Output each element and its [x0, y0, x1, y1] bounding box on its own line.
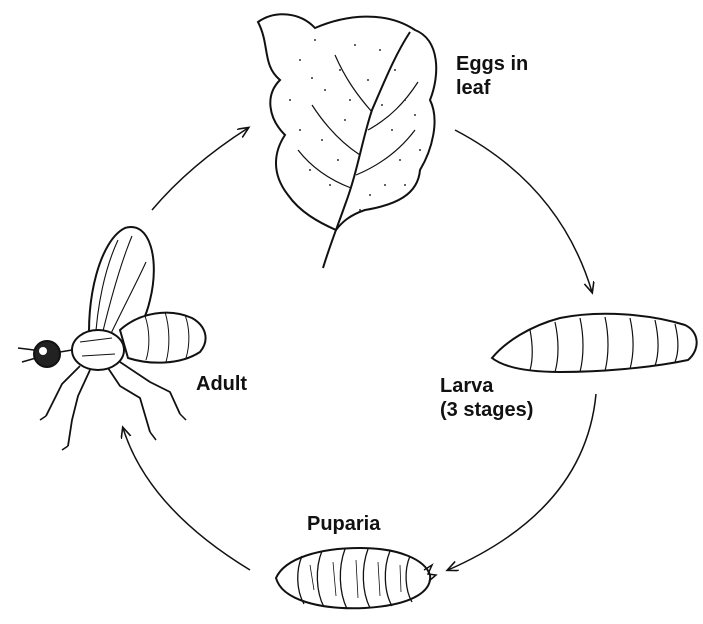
eggs-label-line-2: leaf: [456, 76, 528, 100]
leaf-illustration: [258, 14, 436, 268]
adult-label: Adult: [196, 372, 247, 396]
puparia-label-line-1: Puparia: [307, 512, 380, 536]
larva-label-line-1: Larva: [440, 374, 533, 398]
larva-label-line-2: (3 stages): [440, 398, 533, 422]
arrow-adult-to-eggs: [152, 128, 248, 210]
arrow-puparia-to-adult: [123, 428, 250, 570]
arrow-eggs-to-larva: [455, 130, 592, 292]
larva-label: Larva (3 stages): [440, 374, 533, 422]
larva-illustration: [492, 314, 697, 372]
adult-fly-illustration: [18, 227, 206, 450]
puparium-illustration: [276, 548, 436, 609]
eggs-in-leaf-label: Eggs in leaf: [456, 52, 528, 100]
puparia-label: Puparia: [307, 512, 380, 536]
eggs-label-line-1: Eggs in: [456, 52, 528, 76]
adult-label-line-1: Adult: [196, 372, 247, 396]
